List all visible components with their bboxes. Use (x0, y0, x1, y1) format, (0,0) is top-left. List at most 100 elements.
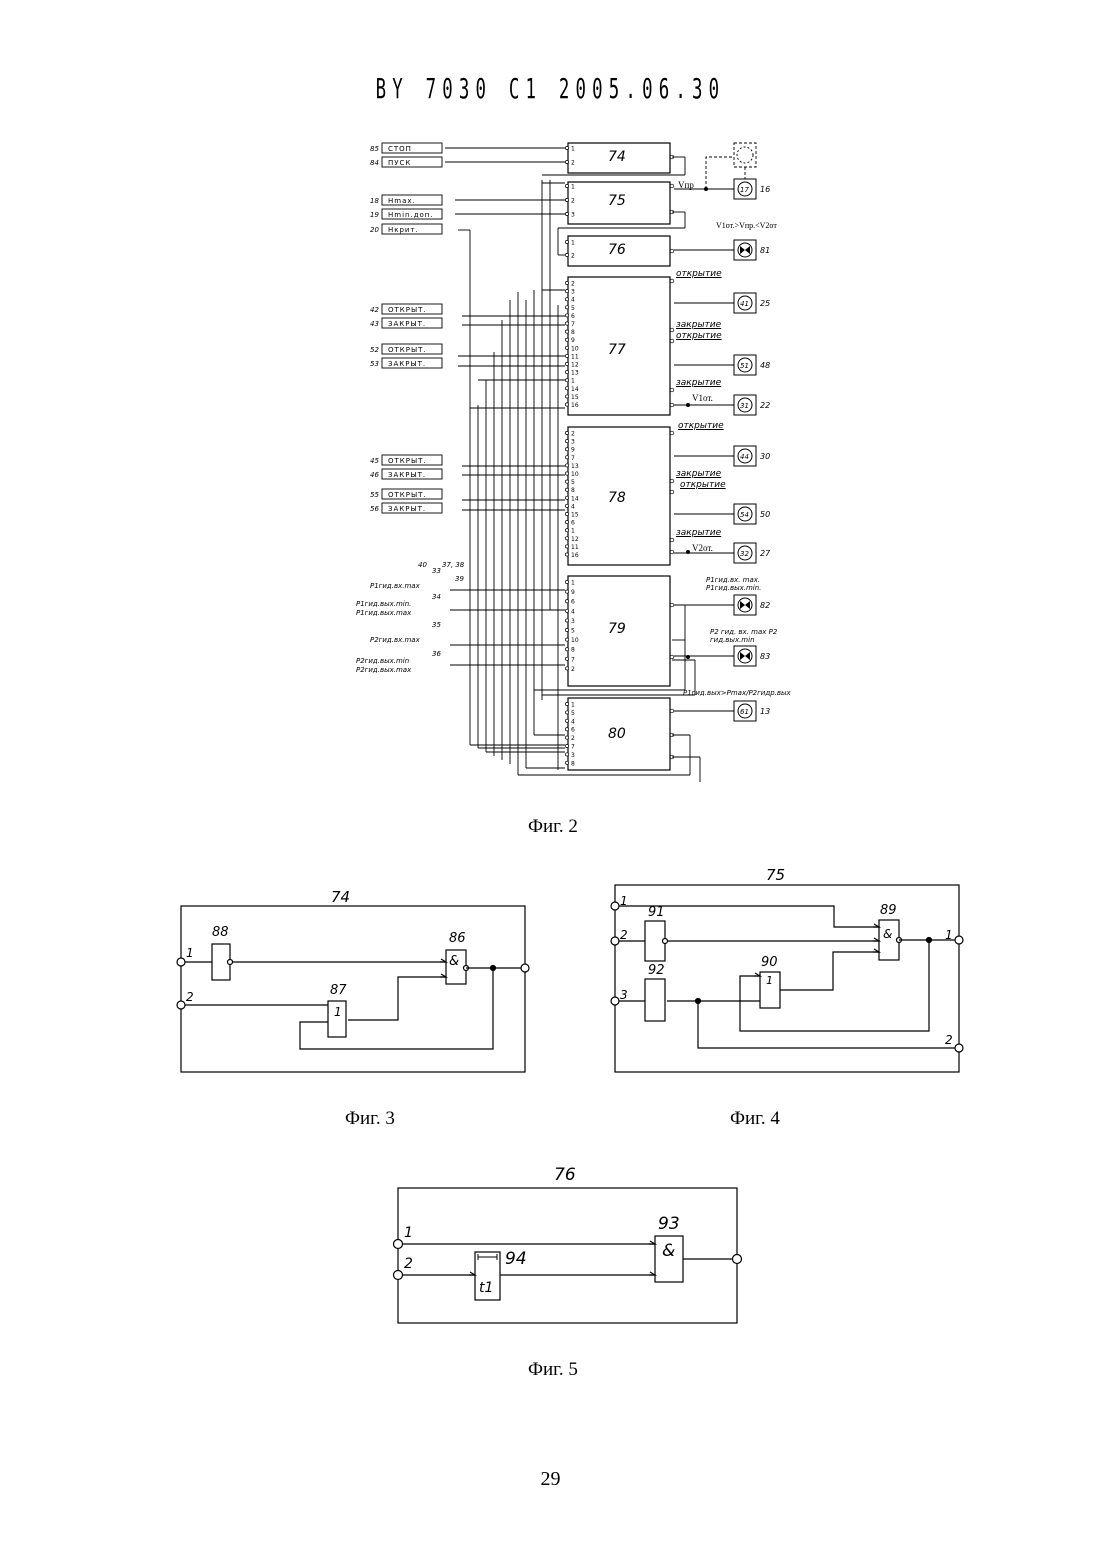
block78-pin-6-label: 6 (571, 520, 575, 527)
fig5-schematic (394, 1188, 742, 1323)
fig5-label-94: 94 (505, 1249, 527, 1269)
input-18-number: 18 (370, 197, 379, 205)
block77-pin-10 (565, 346, 568, 349)
fig2-block-74-label: 74 (608, 149, 626, 165)
block79-pin-3-label: 3 (571, 618, 575, 625)
signal-close-4: закрытие (676, 528, 721, 538)
fig5-and-symbol: & (662, 1241, 675, 1261)
block77-pin-1-label: 1 (571, 378, 575, 385)
input-42-label: ОТКРЫТ. (388, 306, 427, 314)
fig2-block-77-label: 77 (608, 342, 626, 358)
fig2-junction-2 (686, 550, 690, 554)
block78-pin-9 (565, 448, 568, 451)
block80-pin-7-label: 7 (571, 744, 575, 751)
input-85-label: СТОП (388, 145, 412, 153)
block76-pin-1 (565, 240, 568, 243)
input-53-number: 53 (370, 360, 379, 368)
output-48-number: 48 (760, 361, 770, 370)
block80-pin-6 (565, 728, 568, 731)
block79-pin-9 (565, 590, 568, 593)
block80-pin-5 (565, 711, 568, 714)
block78-pin-2-label: 2 (571, 431, 575, 438)
block77-pin-8 (565, 330, 568, 333)
input-20-number: 20 (370, 226, 379, 234)
block77-pin-1 (565, 379, 568, 382)
block76-pin-2 (565, 253, 568, 256)
output-27-number: 27 (760, 549, 771, 558)
block80-out-3 (670, 709, 674, 713)
signal-close-1: закрытие (676, 320, 721, 330)
fig4-or-symbol: 1 (766, 974, 773, 987)
block79-pin-4-label: 4 (571, 608, 575, 615)
block79-pin-5 (565, 628, 568, 631)
fig3-block-label: 74 (331, 888, 350, 906)
fig5-caption: Фиг. 5 (528, 1359, 578, 1381)
block75-out-1 (670, 184, 674, 188)
input-19-number: 19 (370, 211, 379, 219)
block77-pin-11 (565, 354, 568, 357)
block77-pin-2-label: 2 (571, 281, 575, 288)
block74-pin-1 (565, 146, 568, 149)
sensor-34-num: 34 (432, 593, 441, 601)
block78-out-2 (670, 431, 674, 435)
block79-pin-4 (565, 609, 568, 612)
sensor-ref-37-38: 37, 38 (442, 561, 464, 569)
block77-pin-7-label: 7 (571, 321, 575, 328)
signal-p80: P1гид.вых>Pmax/P2гидр.вых (683, 689, 791, 697)
block77-pin-11-label: 11 (571, 353, 579, 360)
signal-cond76: V1от.>Vпр.<V2от (716, 221, 777, 230)
sensor-36-num: 36 (432, 650, 441, 658)
block80-pin-3-label: 3 (571, 752, 575, 759)
block78-pin-13 (565, 464, 568, 467)
input-46-number: 46 (370, 471, 379, 479)
input-84-number: 84 (370, 159, 379, 167)
sensor-40-num: 40 (418, 561, 427, 569)
fig2-junction-3 (686, 655, 690, 659)
fig5-pin-1-label: 1 (404, 1225, 413, 1241)
sensor-35-label: P2гид.вх.max (370, 636, 420, 644)
fig5-pin-2-label: 2 (404, 1256, 413, 1272)
block80-pin-7 (565, 744, 568, 747)
fig3-frame (181, 906, 525, 1072)
fig2-block-75-label: 75 (608, 193, 626, 209)
block77-out-3 (670, 339, 674, 343)
fig3-pin-1 (177, 958, 185, 966)
output-25-number: 25 (760, 299, 770, 308)
fig2-block-78-label: 78 (608, 490, 626, 506)
block78-pin-10-label: 10 (571, 471, 579, 478)
fig2-caption: Фиг. 2 (528, 816, 578, 838)
output-81-number: 81 (760, 246, 770, 255)
input-20-label: Hкрит. (388, 226, 419, 234)
block78-pin-2 (565, 431, 568, 434)
block78-pin-14 (565, 496, 568, 499)
block77-pin-14 (565, 387, 568, 390)
block78-pin-15-label: 15 (571, 512, 579, 519)
block77-pin-15-label: 15 (571, 394, 579, 401)
input-84-label: ПУСК (388, 159, 411, 167)
block77-pin-3 (565, 290, 568, 293)
block78-pin-16 (565, 553, 568, 556)
sensor-36-label: P2гид.вых.min P2гид.вых.max (356, 657, 428, 675)
block75-pin-3-label: 3 (571, 212, 575, 219)
block79-pin-10-label: 10 (571, 637, 579, 644)
input-55-label: ОТКРЫТ. (388, 491, 427, 499)
optional-unit-circle (737, 147, 753, 163)
fig5-block-label: 76 (554, 1165, 576, 1185)
block77-pin-12 (565, 362, 568, 365)
fig4-and-symbol: & (883, 927, 892, 941)
block75-pin-1-label: 1 (571, 184, 575, 191)
fig2-junction-1 (686, 403, 690, 407)
block78-pin-14-label: 14 (571, 495, 579, 502)
block78-pin-12 (565, 537, 568, 540)
output-48-inner: 51 (740, 362, 749, 370)
block78-pin-4 (565, 504, 568, 507)
signal-v2: V2от. (692, 543, 713, 553)
page-number: 29 (0, 1468, 1101, 1491)
block77-out-2 (670, 328, 674, 332)
block79-pin-9-label: 9 (571, 589, 575, 596)
block78-pin-16-label: 16 (571, 552, 579, 559)
output-22-inner: 31 (740, 402, 749, 410)
signal-open-2: открытие (676, 331, 722, 341)
fig5-frame (398, 1188, 737, 1323)
block78-pin-1-label: 1 (571, 528, 575, 535)
